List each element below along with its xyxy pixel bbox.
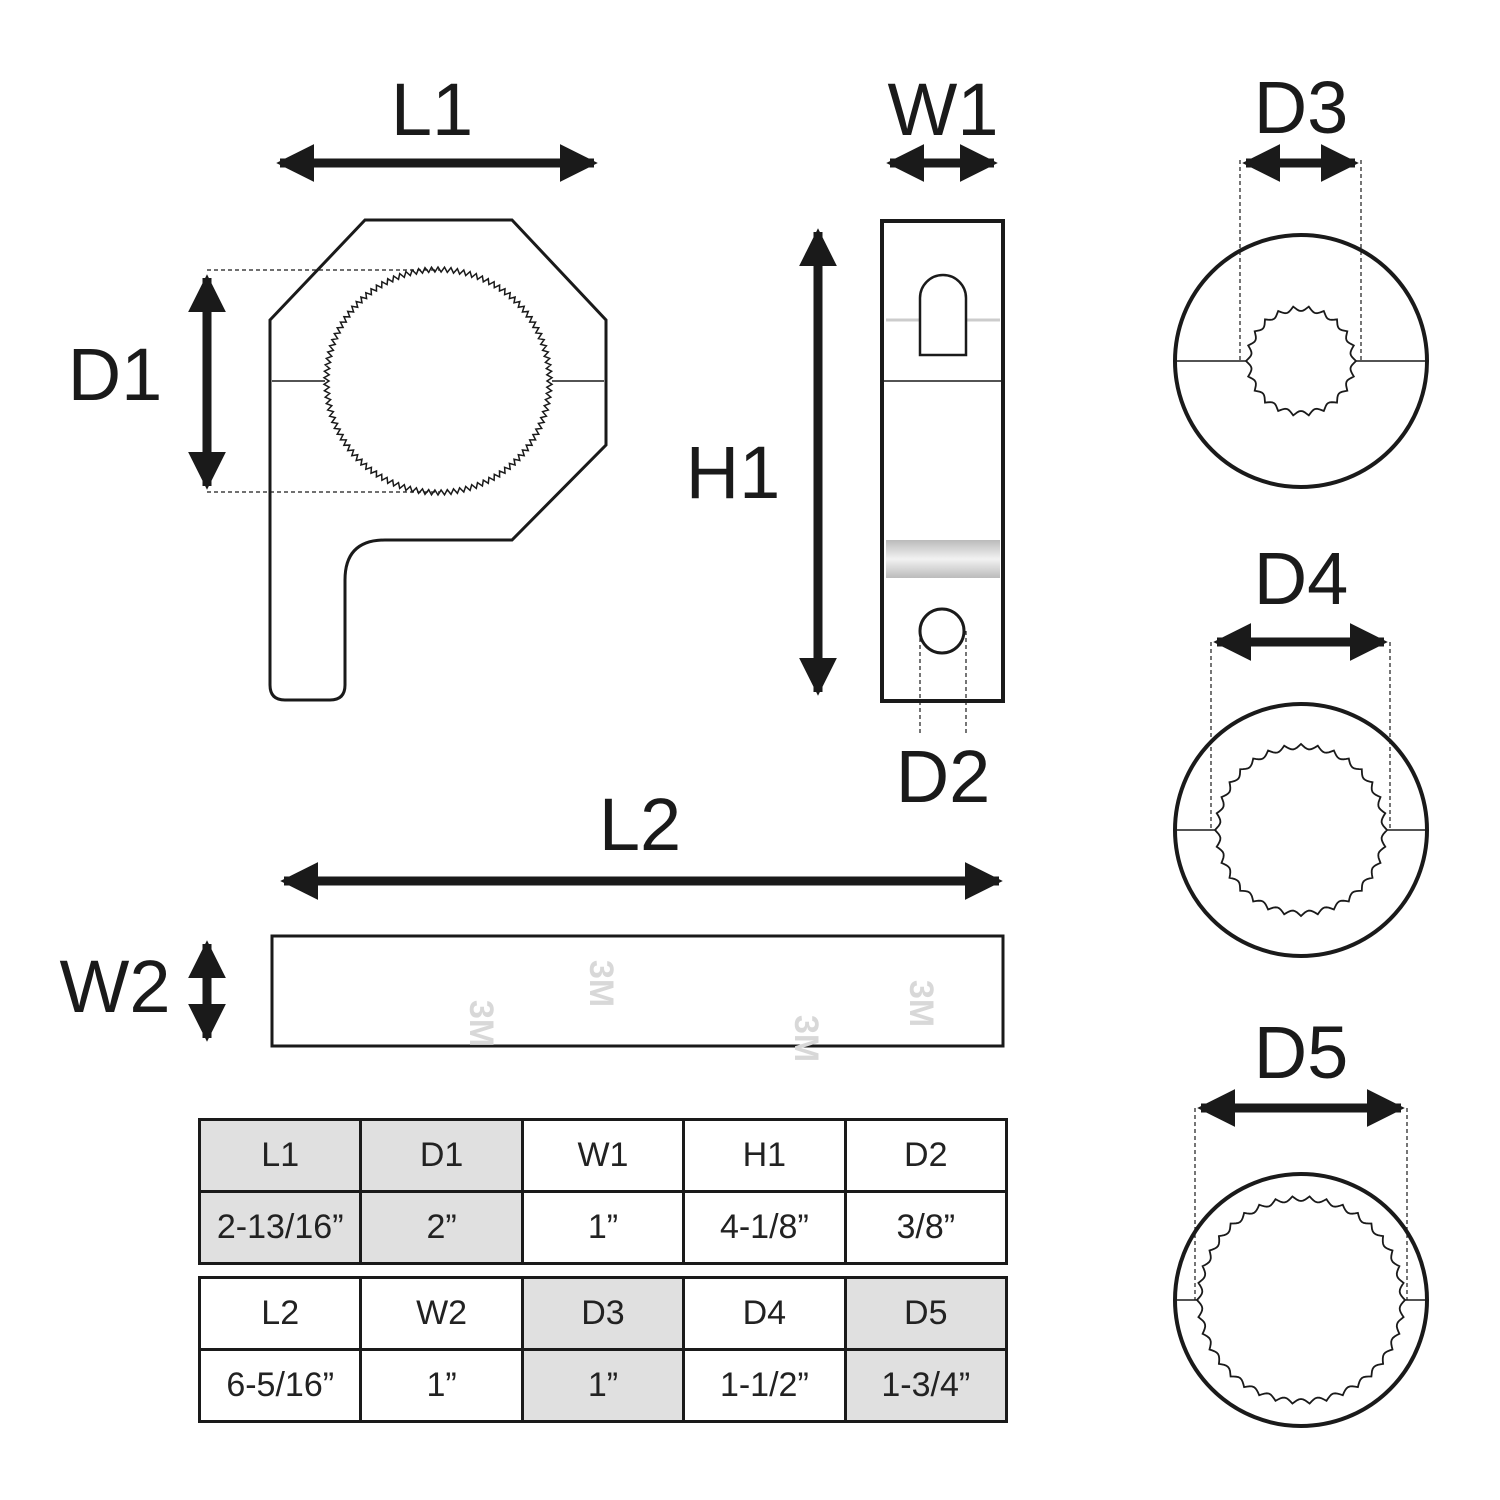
clamp-front-view xyxy=(207,218,608,702)
header-w2: W2 xyxy=(359,1276,524,1351)
watermark-3m: 3M xyxy=(582,960,620,1007)
adhesive-strip xyxy=(270,934,1005,1048)
d4-label: D4 xyxy=(1254,537,1349,620)
bolt-hole xyxy=(918,607,966,655)
d1-label: D1 xyxy=(68,333,163,416)
value-d4: 1-1/2” xyxy=(682,1348,847,1423)
insert-scalloped-bore xyxy=(1195,1195,1407,1405)
header-d2: D2 xyxy=(843,1118,1009,1193)
d3-label: D3 xyxy=(1254,66,1349,149)
watermark-3m: 3M xyxy=(787,1015,825,1062)
d5-label: D5 xyxy=(1254,1011,1349,1094)
value-h1: 4-1/8” xyxy=(682,1190,847,1265)
value-l2: 6-5/16” xyxy=(197,1348,363,1423)
w1-label: W1 xyxy=(888,68,999,151)
w2-label: W2 xyxy=(60,945,171,1028)
d2-label: D2 xyxy=(896,735,991,818)
h1-label: H1 xyxy=(686,431,781,514)
slot xyxy=(918,273,968,357)
header-d4: D4 xyxy=(682,1276,847,1351)
header-l1: L1 xyxy=(197,1118,363,1193)
header-l2: L2 xyxy=(197,1276,363,1351)
header-w1: W1 xyxy=(520,1118,686,1193)
l1-label: L1 xyxy=(391,68,473,151)
value-l1: 2-13/16” xyxy=(197,1190,363,1265)
l2-label: L2 xyxy=(599,783,681,866)
shaded-band xyxy=(886,540,1000,578)
dimension-table-bottom: L2 W2 D3 D4 D5 6-5/16” 1” 1” 1-1/2” 1-3/… xyxy=(197,1276,1009,1423)
value-d1: 2” xyxy=(359,1190,524,1265)
value-d3: 1” xyxy=(520,1348,686,1423)
insert-ring-outline xyxy=(1173,1172,1429,1428)
strip-watermarks: 3M 3M 3M 3M xyxy=(462,960,940,1062)
dimension-table-top: L1 D1 W1 H1 D2 2-13/16” 2” 1” 4-1/8” 3/8… xyxy=(197,1118,1009,1265)
value-d5: 1-3/4” xyxy=(843,1348,1009,1423)
insert-scalloped-bore xyxy=(1244,305,1358,417)
clamp-outline xyxy=(268,218,608,702)
value-d2: 3/8” xyxy=(843,1190,1009,1265)
side-outline xyxy=(880,219,1005,703)
value-w1: 1” xyxy=(520,1190,686,1265)
rubber-inserts xyxy=(1173,160,1429,1428)
watermark-3m: 3M xyxy=(462,1000,500,1047)
header-d5: D5 xyxy=(843,1276,1009,1351)
header-d1: D1 xyxy=(359,1118,524,1193)
watermark-3m: 3M xyxy=(902,980,940,1027)
insert-scalloped-bore xyxy=(1213,742,1389,918)
header-h1: H1 xyxy=(682,1118,847,1193)
header-d3: D3 xyxy=(520,1276,686,1351)
value-w2: 1” xyxy=(359,1348,524,1423)
clamp-toothed-bore xyxy=(322,265,554,497)
clamp-side-view xyxy=(880,219,1005,735)
